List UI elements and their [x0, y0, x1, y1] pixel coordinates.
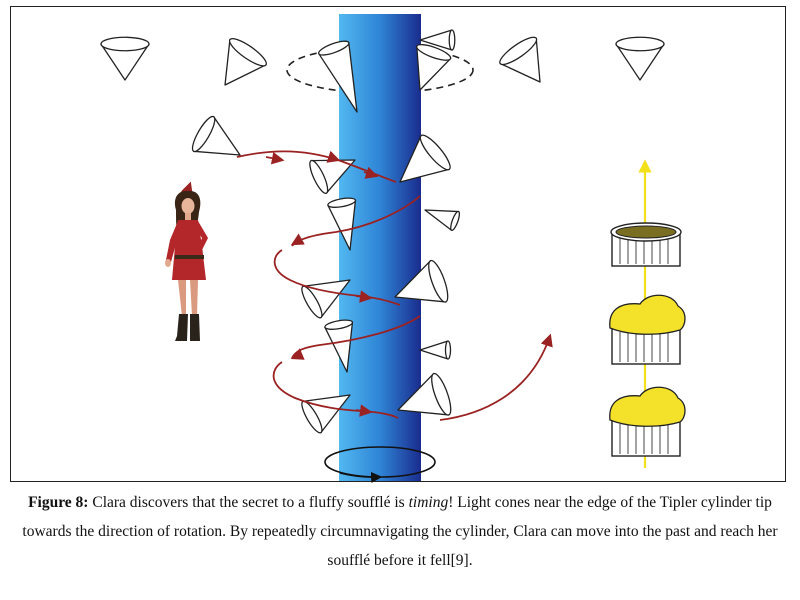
light-cone — [615, 36, 665, 81]
light-cone — [419, 29, 456, 51]
rotation-arrow — [339, 471, 383, 484]
souffle-fallen — [610, 222, 682, 267]
souffle-risen-1 — [609, 294, 686, 365]
souffle-risen-2 — [609, 386, 686, 457]
figure-label: Figure 8: — [28, 494, 89, 511]
light-cone — [499, 36, 541, 83]
light-cone — [324, 319, 354, 373]
clara-figure — [165, 190, 208, 341]
figure-caption: Figure 8: Clara discovers that the secre… — [10, 488, 790, 575]
light-cone — [424, 209, 461, 232]
light-cone — [100, 36, 150, 81]
caption-text-before: Clara discovers that the secret to a flu… — [88, 494, 409, 511]
light-cone — [399, 134, 451, 183]
light-cone — [224, 37, 267, 86]
light-cone — [419, 340, 452, 360]
light-cone — [317, 40, 358, 113]
caption-text-after: ! Light cones near the edge of the Tiple… — [22, 494, 778, 569]
figure-illustration — [100, 14, 686, 484]
light-cone — [416, 43, 452, 91]
light-cone — [327, 197, 357, 251]
light-cone — [394, 259, 449, 303]
light-cone — [191, 115, 241, 156]
light-cone — [397, 372, 452, 416]
clara-worldline — [180, 150, 553, 421]
caption-emphasis: timing — [408, 494, 449, 511]
